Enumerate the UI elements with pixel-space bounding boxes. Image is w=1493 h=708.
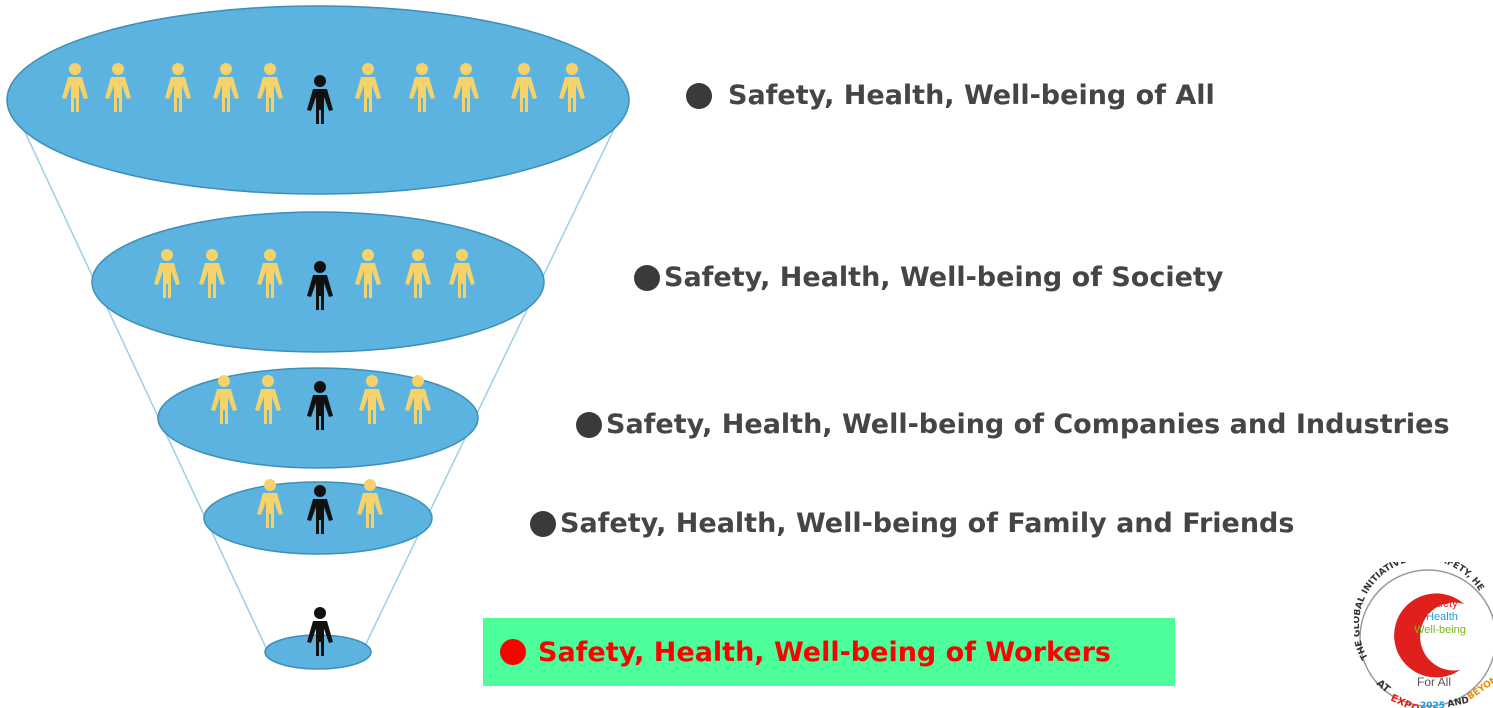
- logo-footer: For All: [1417, 675, 1451, 689]
- logo-line-health: Health: [1426, 611, 1458, 623]
- funnel-left-edge: [9, 99, 269, 653]
- level-text-family: Safety, Health, Well-being of Family and…: [560, 508, 1295, 539]
- logo-year-text: 2025: [1420, 701, 1445, 708]
- level-text-workers: Safety, Health, Well-being of Workers: [538, 636, 1111, 668]
- logo-line-wellbeing: Well-being: [1414, 624, 1466, 636]
- bullet-icon: [634, 264, 660, 291]
- funnel-right-edge: [361, 99, 629, 653]
- logo-line-safety: Safety: [1426, 598, 1458, 610]
- level-label-society: Safety, Health, Well-being of Society: [634, 262, 1223, 293]
- bullet-icon: [576, 411, 602, 438]
- level-text-companies: Safety, Health, Well-being of Companies …: [606, 409, 1450, 440]
- initiative-logo: THE GLOBAL INITIATIVE FOR SAFETY, HEALTH…: [1354, 562, 1493, 708]
- funnel-diagram: [6, 5, 630, 670]
- logo-and-text: AND: [1447, 696, 1471, 708]
- highlight-box-workers: Safety, Health, Well-being of Workers: [483, 618, 1175, 686]
- level-label-all: Safety, Health, Well-being of All: [686, 80, 1215, 111]
- bullet-icon: [686, 82, 712, 109]
- level-text-society: Safety, Health, Well-being of Society: [664, 262, 1224, 293]
- bullet-icon: [500, 639, 526, 665]
- bullet-icon: [530, 510, 556, 537]
- level-text-all: Safety, Health, Well-being of All: [728, 80, 1215, 111]
- logo-swoosh: [1394, 593, 1464, 678]
- level-label-companies: Safety, Health, Well-being of Companies …: [576, 409, 1450, 440]
- level-label-family: Safety, Health, Well-being of Family and…: [530, 508, 1294, 539]
